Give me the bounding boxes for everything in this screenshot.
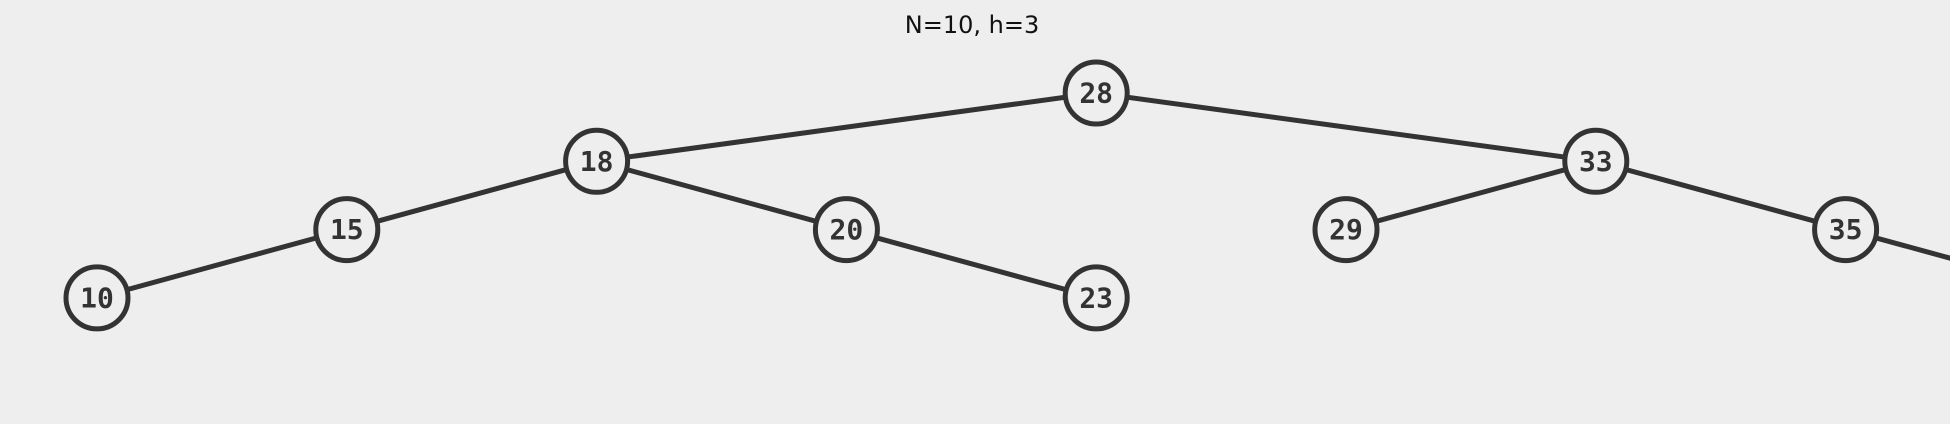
- node-circle: [313, 196, 381, 264]
- edge-28-18: [596, 90, 1097, 164]
- node-label: 18: [580, 145, 614, 178]
- tree-node-33: 33: [1562, 127, 1630, 195]
- node-label: 33: [1579, 145, 1613, 178]
- tree-node-35: 35: [1812, 196, 1880, 264]
- edge-35-45: [1844, 227, 1950, 261]
- tree-node-15: 15: [313, 196, 381, 264]
- tree-edges: [96, 90, 1950, 301]
- edge-33-29: [1345, 158, 1597, 233]
- tree-node-20: 20: [812, 196, 880, 264]
- tree-nodes: 28183315202935102345: [63, 59, 1880, 332]
- node-label: 20: [830, 213, 864, 246]
- node-circle: [1062, 264, 1130, 332]
- edge-28-33: [1095, 90, 1597, 164]
- node-circle: [1312, 196, 1380, 264]
- tree-caption: N=10, h=3: [905, 11, 1039, 39]
- edge-20-23: [845, 227, 1097, 301]
- edge-15-10: [96, 227, 348, 301]
- node-label: 10: [80, 281, 114, 314]
- node-circle: [812, 196, 880, 264]
- tree-node-23: 23: [1062, 264, 1130, 332]
- tree-node-28: 28: [1062, 59, 1130, 127]
- edge-18-15: [346, 158, 598, 233]
- node-circle: [1812, 196, 1880, 264]
- edge-18-20: [595, 158, 848, 233]
- node-label: 35: [1829, 213, 1863, 246]
- node-label: 23: [1079, 281, 1113, 314]
- node-label: 29: [1329, 213, 1363, 246]
- node-circle: [1062, 59, 1130, 127]
- node-circle: [1562, 127, 1630, 195]
- edge-33-35: [1595, 158, 1847, 233]
- tree-node-18: 18: [563, 127, 631, 195]
- node-label: 28: [1079, 77, 1113, 110]
- tree-node-10: 10: [63, 264, 131, 332]
- node-circle: [563, 127, 631, 195]
- tree-node-29: 29: [1312, 196, 1380, 264]
- node-circle: [63, 264, 131, 332]
- node-label: 15: [330, 213, 364, 246]
